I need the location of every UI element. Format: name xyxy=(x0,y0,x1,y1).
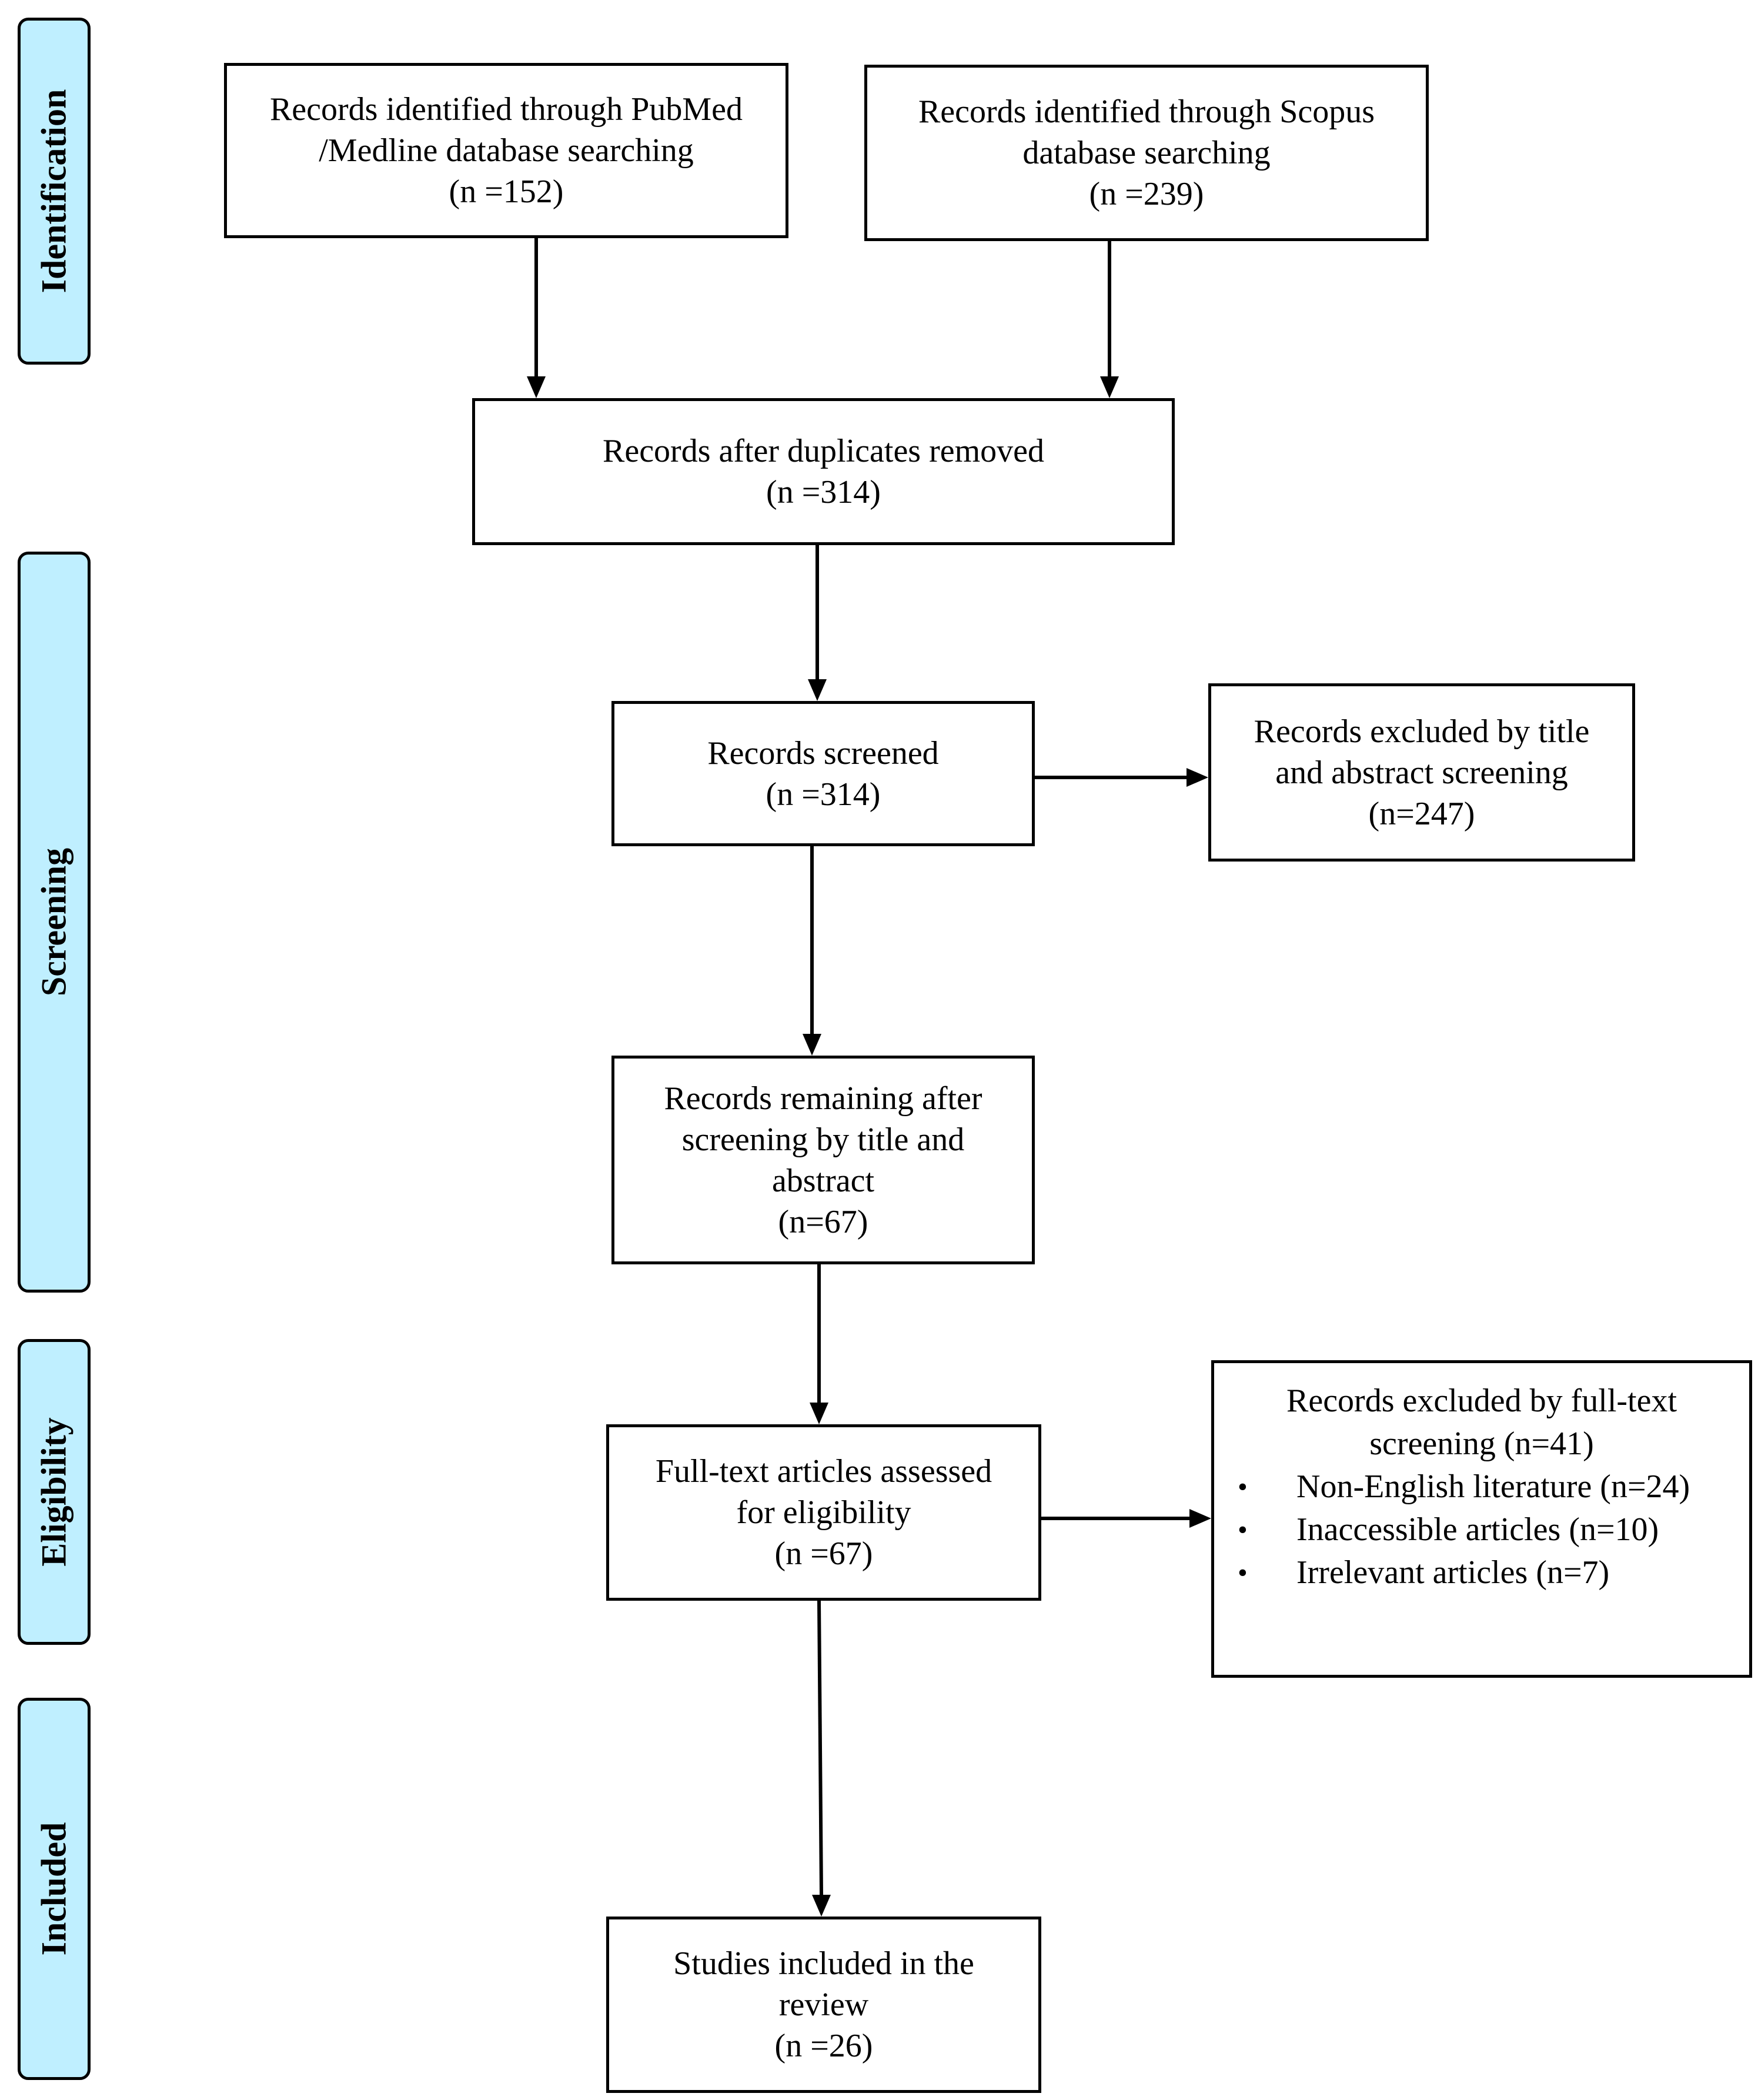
excluded-ft-line1: Records excluded by full-text xyxy=(1286,1383,1677,1419)
duplicates-count: (n =314) xyxy=(766,474,881,510)
exclusion-reasons-list: Non-English literature (n=24) Inaccessib… xyxy=(1214,1465,1749,1594)
stage-screening: Screening xyxy=(18,552,91,1293)
remaining-line2: screening by title and xyxy=(681,1121,965,1158)
scopus-records-box: Records identified through Scopus databa… xyxy=(864,65,1429,241)
records-remaining-box: Records remaining after screening by tit… xyxy=(611,1056,1035,1264)
scopus-line2: database searching xyxy=(1022,135,1271,171)
stage-included: Included xyxy=(18,1698,91,2080)
remaining-line1: Records remaining after xyxy=(664,1080,982,1117)
arrowhead-remaining xyxy=(803,1034,821,1056)
studies-included-box: Studies included in the review (n =26) xyxy=(606,1917,1041,2093)
excluded-title-abstract-box: Records excluded by title and abstract s… xyxy=(1208,683,1635,862)
exclusion-reason: Non-English literature (n=24) xyxy=(1214,1465,1749,1508)
excluded-ta-line1: Records excluded by title xyxy=(1254,713,1590,750)
full-text-line1: Full-text articles assessed xyxy=(655,1453,992,1490)
arrowhead-pubmed xyxy=(527,376,546,398)
pubmed-records-box: Records identified through PubMed /Medli… xyxy=(224,63,788,238)
screened-count: (n =314) xyxy=(766,776,881,813)
scopus-line1: Records identified through Scopus xyxy=(918,94,1375,130)
excluded-ta-count: (n=247) xyxy=(1368,795,1475,832)
screened-line1: Records screened xyxy=(707,735,939,772)
scopus-count: (n =239) xyxy=(1089,176,1204,212)
arrow-full-text-to-included xyxy=(817,1600,823,1895)
pubmed-line2: /Medline database searching xyxy=(319,132,694,169)
full-text-assessed-box: Full-text articles assessed for eligibil… xyxy=(606,1424,1041,1601)
exclusion-reason: Irrelevant articles (n=7) xyxy=(1214,1551,1749,1594)
arrowhead-excluded-ta xyxy=(1187,768,1208,787)
arrowhead-scopus xyxy=(1100,376,1119,398)
stage-identification: Identification xyxy=(18,18,91,365)
pubmed-count: (n =152) xyxy=(449,173,564,210)
records-screened-box: Records screened (n =314) xyxy=(611,701,1035,846)
excluded-ft-line2: screening (n=41) xyxy=(1369,1425,1594,1462)
excluded-ta-line2: and abstract screening xyxy=(1275,754,1568,791)
full-text-line2: for eligibility xyxy=(736,1494,911,1531)
stage-eligibility: Eligibility xyxy=(18,1339,91,1645)
pubmed-line1: Records identified through PubMed xyxy=(269,91,743,128)
remaining-line3: abstract xyxy=(771,1162,875,1199)
arrowhead-full-text xyxy=(810,1403,828,1424)
excluded-full-text-box: Records excluded by full-text screening … xyxy=(1211,1360,1752,1678)
arrowhead-included xyxy=(812,1895,831,1917)
arrowhead-excluded-ft xyxy=(1189,1509,1211,1528)
exclusion-reason: Inaccessible articles (n=10) xyxy=(1214,1508,1749,1551)
duplicates-line1: Records after duplicates removed xyxy=(602,433,1045,469)
duplicates-removed-box: Records after duplicates removed (n =314… xyxy=(472,398,1175,545)
arrowhead-screened xyxy=(808,679,827,701)
remaining-count: (n=67) xyxy=(778,1203,868,1240)
full-text-count: (n =67) xyxy=(774,1535,873,1572)
included-line1: Studies included in the xyxy=(673,1945,974,1982)
included-count: (n =26) xyxy=(774,2028,873,2064)
included-line2: review xyxy=(778,1987,869,2023)
